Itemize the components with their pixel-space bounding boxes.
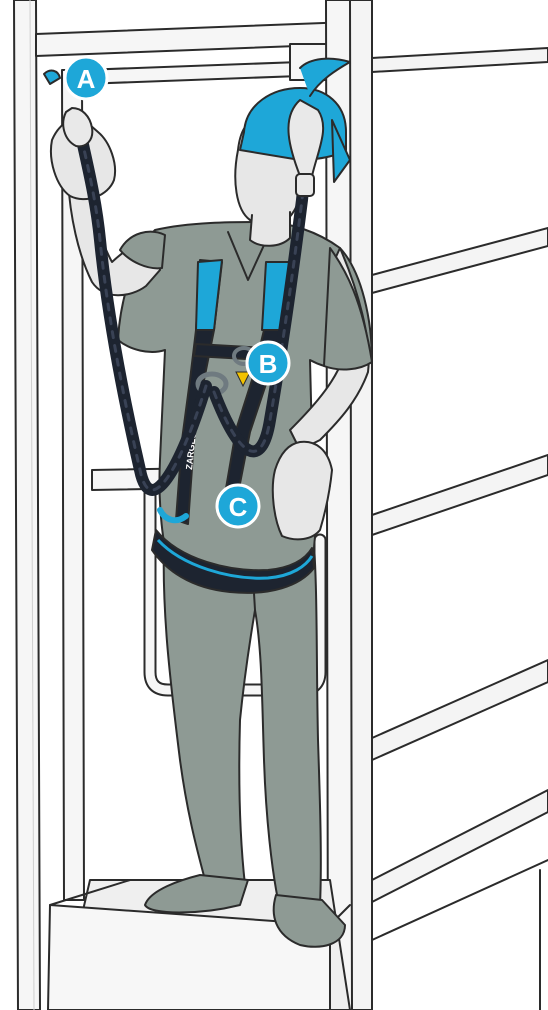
callout-b-label: B: [259, 349, 278, 379]
callout-a: A: [65, 57, 107, 99]
worker: [51, 59, 372, 947]
callout-a-label: A: [77, 64, 96, 94]
callout-c: C: [217, 485, 259, 527]
callout-b: B: [247, 342, 289, 384]
scaffold-frame-right: [350, 0, 548, 1010]
callout-c-label: C: [229, 492, 248, 522]
